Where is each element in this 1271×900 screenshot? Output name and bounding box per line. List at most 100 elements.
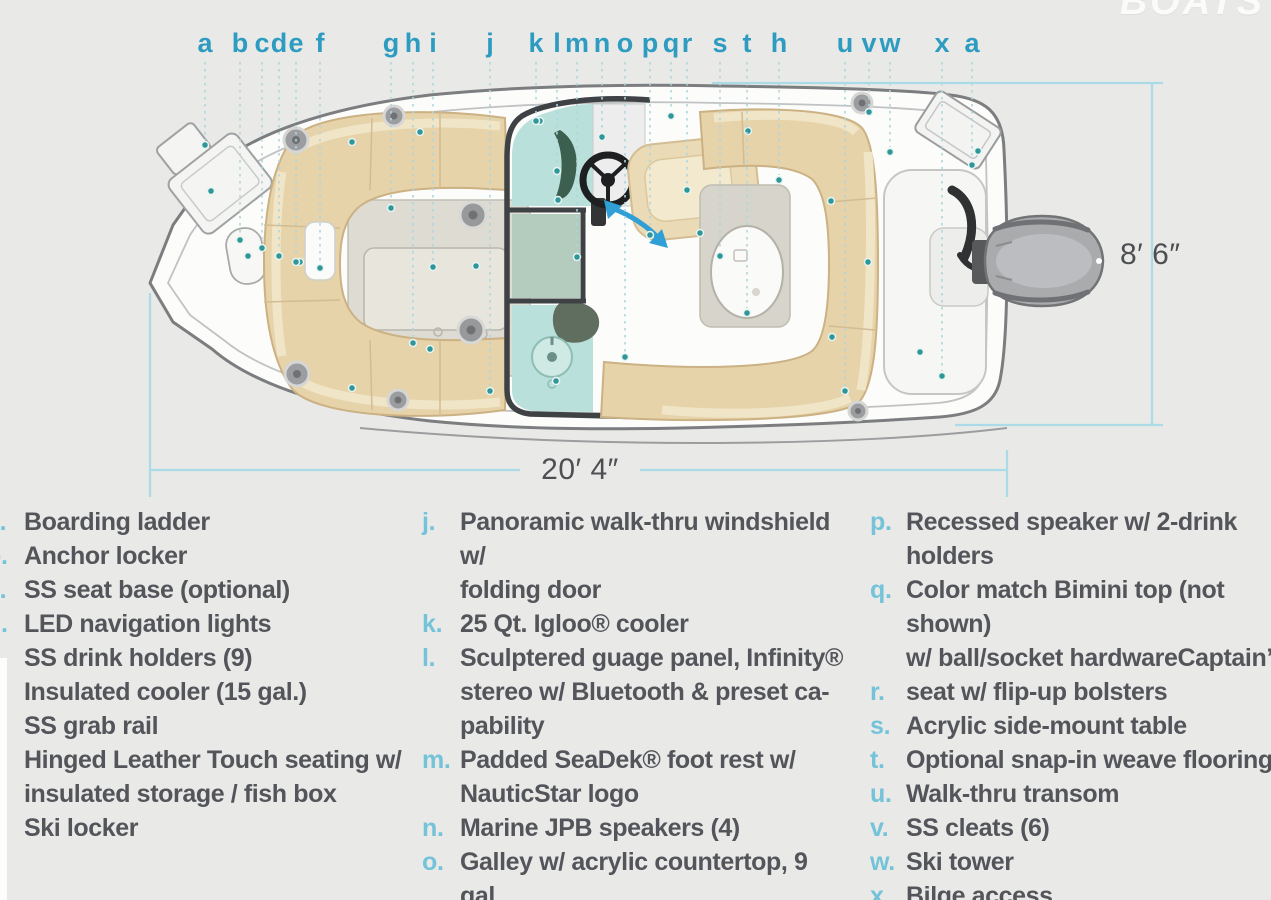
callout-letter-i-8: i: [429, 28, 437, 58]
callout-letter-b-1: b: [231, 28, 249, 58]
legend-item-n: n.Marine JPB speakers (4): [422, 811, 846, 845]
feature-dot-m-12: [572, 252, 582, 262]
callout-letter-p-15: p: [641, 28, 659, 58]
legend-item-d: d.LED navigation lights: [0, 607, 414, 641]
feature-dot-h-20: [774, 175, 784, 185]
callout-letter-l-11: l: [553, 28, 561, 58]
legend-letter: r.: [870, 678, 885, 706]
side-mount-table: [699, 184, 791, 328]
legend-text: SS cleats (6): [906, 814, 1050, 842]
feature-dot-x-24: [937, 371, 947, 381]
callout-letter-t-19: t: [742, 28, 752, 58]
feature-dot-j-9: [485, 386, 495, 396]
legend-item-x: x.Bilge access: [870, 879, 1271, 900]
legend-text: Optional snap-in weave flooring: [906, 746, 1271, 774]
legend-letter: d.: [0, 610, 8, 638]
outboard-motor: [972, 214, 1105, 308]
feature-dot-w-23: [885, 147, 895, 157]
legend-item-g: g.SS grab rail: [0, 709, 414, 743]
legend-item-f: f.Insulated cooler (15 gal.): [0, 675, 414, 709]
callout-letter-h-20: h: [770, 28, 788, 58]
feature-dot-i-8: [428, 262, 438, 272]
boarding-ladder-platform: [156, 122, 273, 235]
legend-text: Marine JPB speakers (4): [460, 814, 740, 842]
legend-letter: q.: [870, 576, 892, 604]
callout-letter-a-0: a: [197, 28, 213, 58]
legend-text: SS grab rail: [24, 712, 159, 740]
callout-letter-x-24: x: [934, 28, 950, 58]
feature-dot-a-0: [200, 140, 210, 150]
legend-column-3: p. Recessed speaker w/ 2-drink holders q. C…: [870, 505, 1271, 900]
stern-seating: [599, 108, 880, 422]
callout-letter-r-17: r: [681, 28, 693, 58]
legend-text: Color match Bimini top (not shown) w/ ba…: [906, 576, 1271, 672]
legend-item-t: t. Optional snap-in weave flooring: [870, 743, 1271, 777]
legend-item-e: e.SS drink holders (9): [0, 641, 414, 675]
legend-text: SS drink holders (9): [24, 644, 253, 672]
legend-letter: k.: [422, 610, 443, 638]
legend-text: Padded SeaDek® foot rest w/ NauticStar l…: [460, 746, 796, 808]
legend-item-q: q. Color match Bimini top (not shown) w/ …: [870, 573, 1271, 675]
legend-letter: m.: [422, 746, 451, 774]
feature-dot-b-1: [235, 235, 245, 245]
feature-dot-f-5: [315, 263, 325, 273]
legend-text: seat w/ flip-up bolsters: [906, 678, 1168, 706]
feature-dot-h-7: [408, 338, 418, 348]
feature-dot-n-13: [597, 132, 607, 142]
legend-text: Hinged Leather Touch seating w/ insulate…: [24, 746, 402, 808]
legend-text: Anchor locker: [24, 542, 187, 570]
legend-text: Recessed speaker w/ 2-drink holders: [906, 508, 1238, 570]
legend-letter: u.: [870, 780, 892, 808]
gauge-panel: [554, 130, 577, 200]
legend-letter: s.: [870, 712, 891, 740]
callout-letter-e-4: e: [288, 28, 304, 58]
feature-dot-q-16: [666, 111, 676, 121]
feature-dot-o-14: [620, 352, 630, 362]
feature-dot-v-22: [864, 107, 874, 117]
legend-text: Insulated cooler (15 gal.): [24, 678, 307, 706]
callout-letter-h-7: h: [404, 28, 422, 58]
stern-platform: [883, 169, 989, 395]
legend-item-i: i.Ski locker: [2, 811, 414, 845]
legend-item-r: r. seat w/ flip-up bolsters: [870, 675, 1271, 709]
callout-letter-n-13: n: [593, 28, 611, 58]
legend-item-l: l. Sculptered guage panel, Infinity® ster…: [422, 641, 846, 743]
legend-item-h: h.Hinged Leather Touch seating w/ insula…: [0, 743, 414, 811]
legend-letter: v.: [870, 814, 889, 842]
legend-item-o: o.Galley w/ acrylic countertop, 9 gal. p…: [422, 845, 846, 900]
legend-text: Panoramic walk-thru windshield w/ foldin…: [460, 508, 831, 604]
feature-dot-u-21: [840, 386, 850, 396]
legend-letter: l.: [422, 644, 436, 672]
feature-dot-r-17: [682, 185, 692, 195]
legend-text: Ski tower: [906, 848, 1014, 876]
page-edge-strip: [0, 658, 7, 900]
legend-letter: t.: [870, 746, 885, 774]
callout-leader-lines: [200, 62, 977, 396]
callout-letter-f-5: f: [315, 28, 325, 58]
legend-text: Sculptered guage panel, Infinity® stereo…: [460, 644, 844, 740]
legend-item-v: v. SS cleats (6): [870, 811, 1271, 845]
boats-logo: BOATS: [1119, 0, 1265, 23]
legend-text: Bilge access: [906, 882, 1053, 900]
callout-letter-u-21: u: [836, 28, 854, 58]
legend-item-p: p. Recessed speaker w/ 2-drink holders: [870, 505, 1271, 573]
feature-dot-d-3: [274, 251, 284, 261]
feature-dot-c-2: [257, 243, 267, 253]
legend-text: Acrylic side-mount table: [906, 712, 1187, 740]
folding-door: [512, 214, 580, 298]
feature-dot-s-18: [715, 251, 725, 261]
legend-text: 25 Qt. Igloo® cooler: [460, 610, 689, 638]
length-dimension-label: 20′ 4″: [520, 452, 640, 488]
legend-letter: w.: [870, 848, 895, 876]
feature-dot-e-4: [291, 257, 301, 267]
legend-item-s: s. Acrylic side-mount table: [870, 709, 1271, 743]
legend-text: SS seat base (optional): [24, 576, 290, 604]
legend-letter: p.: [870, 508, 892, 536]
callout-letter-m-12: m: [564, 28, 590, 58]
callout-letter-o-14: o: [616, 28, 634, 58]
callout-letter-g-6: g: [382, 28, 400, 58]
legend-item-w: w. Ski tower: [870, 845, 1271, 879]
legend-item-j: j.Panoramic walk-thru windshield w/ fold…: [422, 505, 846, 607]
